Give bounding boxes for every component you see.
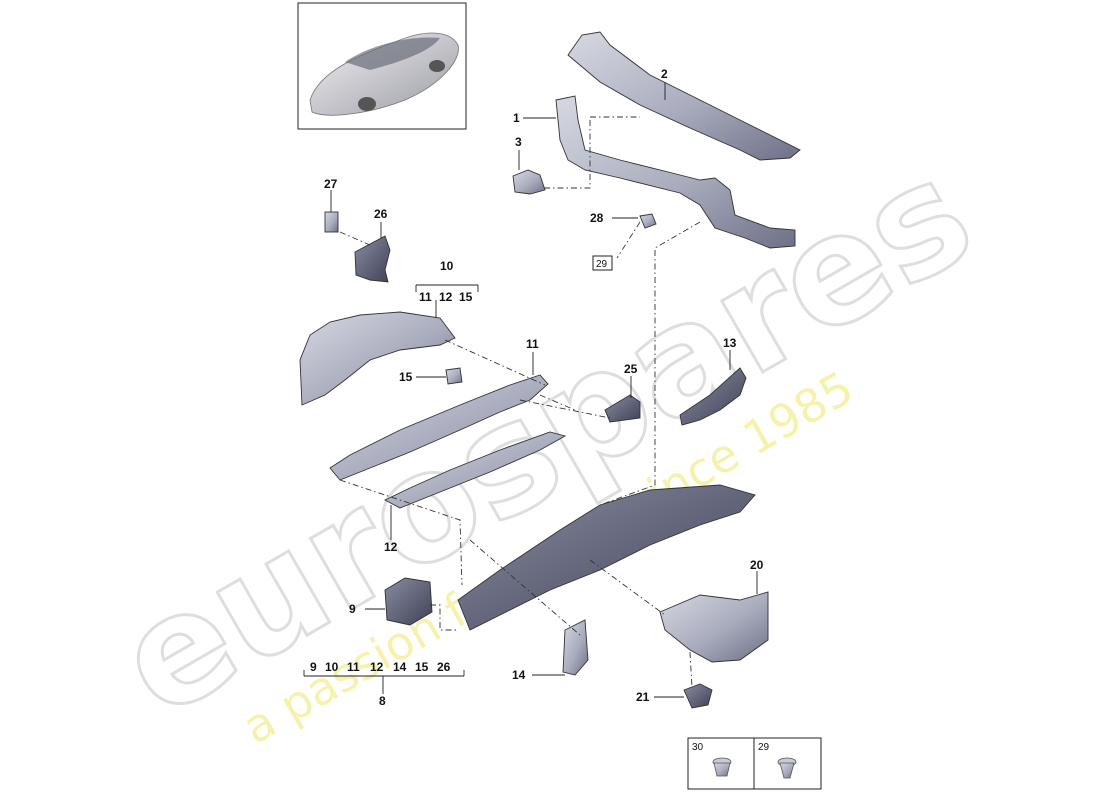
group-8-item-26: 26 [437,660,451,674]
part-20-support [659,591,769,663]
group-10-item-12: 12 [439,290,453,304]
car-wheel-front [358,97,376,111]
callout-2: 2 [661,67,668,81]
callout-26: 26 [374,207,388,221]
callouts: 1 2 3 27 26 28 10 11 12 15 15 11 25 13 1… [310,67,764,708]
car-wheel-rear [429,60,445,72]
part-10-wheelhouse [299,311,456,406]
callout-8: 8 [379,694,386,708]
part-11-strut [329,374,549,481]
car-windows [345,37,440,70]
group-8-item-12: 12 [370,660,384,674]
part-2-upper-rail [567,31,801,161]
part-9-box [384,577,433,626]
callout-12: 12 [384,540,398,554]
part-27-clip [324,211,339,233]
group-8-item-14: 14 [393,660,407,674]
part-12-lower-strut [384,431,567,509]
part-26-bracket [354,235,391,283]
part-14-bracket [562,619,589,676]
group-8-item-11: 11 [347,660,360,674]
callout-11: 11 [526,337,539,351]
group-8-item-15: 15 [415,660,429,674]
callout-27: 27 [324,177,338,191]
vehicle-thumbnail [297,2,467,130]
part-25-bracket [604,394,641,423]
boxed-29-label: 29 [596,259,608,270]
group-10-item-15: 15 [459,290,473,304]
legend-cell-30-label: 30 [692,742,704,753]
fastener-29-icon [777,757,797,779]
callout-3: 3 [515,135,522,149]
group-8-item-9: 9 [310,660,317,674]
part-3-bracket [512,169,546,195]
callout-25: 25 [624,362,638,376]
group-10-item-11: 11 [419,290,432,304]
callout-10: 10 [440,259,454,273]
fastener-30-icon [712,757,732,777]
callout-28: 28 [590,211,604,225]
part-21-cup [683,683,713,709]
part-1-side-rail [555,95,796,249]
part-15-clip [445,367,463,385]
callout-20: 20 [750,558,764,572]
fastener-legend: 30 29 [687,737,822,790]
boxed-reference-29: 29 [592,255,613,271]
assembly-lines [339,116,701,689]
leader-lines [303,82,758,698]
part-13-panel [679,367,747,426]
part-28-clip [639,213,657,229]
legend-cell-29-label: 29 [758,742,770,753]
callout-1: 1 [513,111,520,125]
callout-21: 21 [636,690,650,704]
callout-14: 14 [512,668,526,682]
callout-13: 13 [723,336,737,350]
callout-15: 15 [399,370,413,384]
group-8-item-10: 10 [325,660,339,674]
callout-9: 9 [349,602,356,616]
